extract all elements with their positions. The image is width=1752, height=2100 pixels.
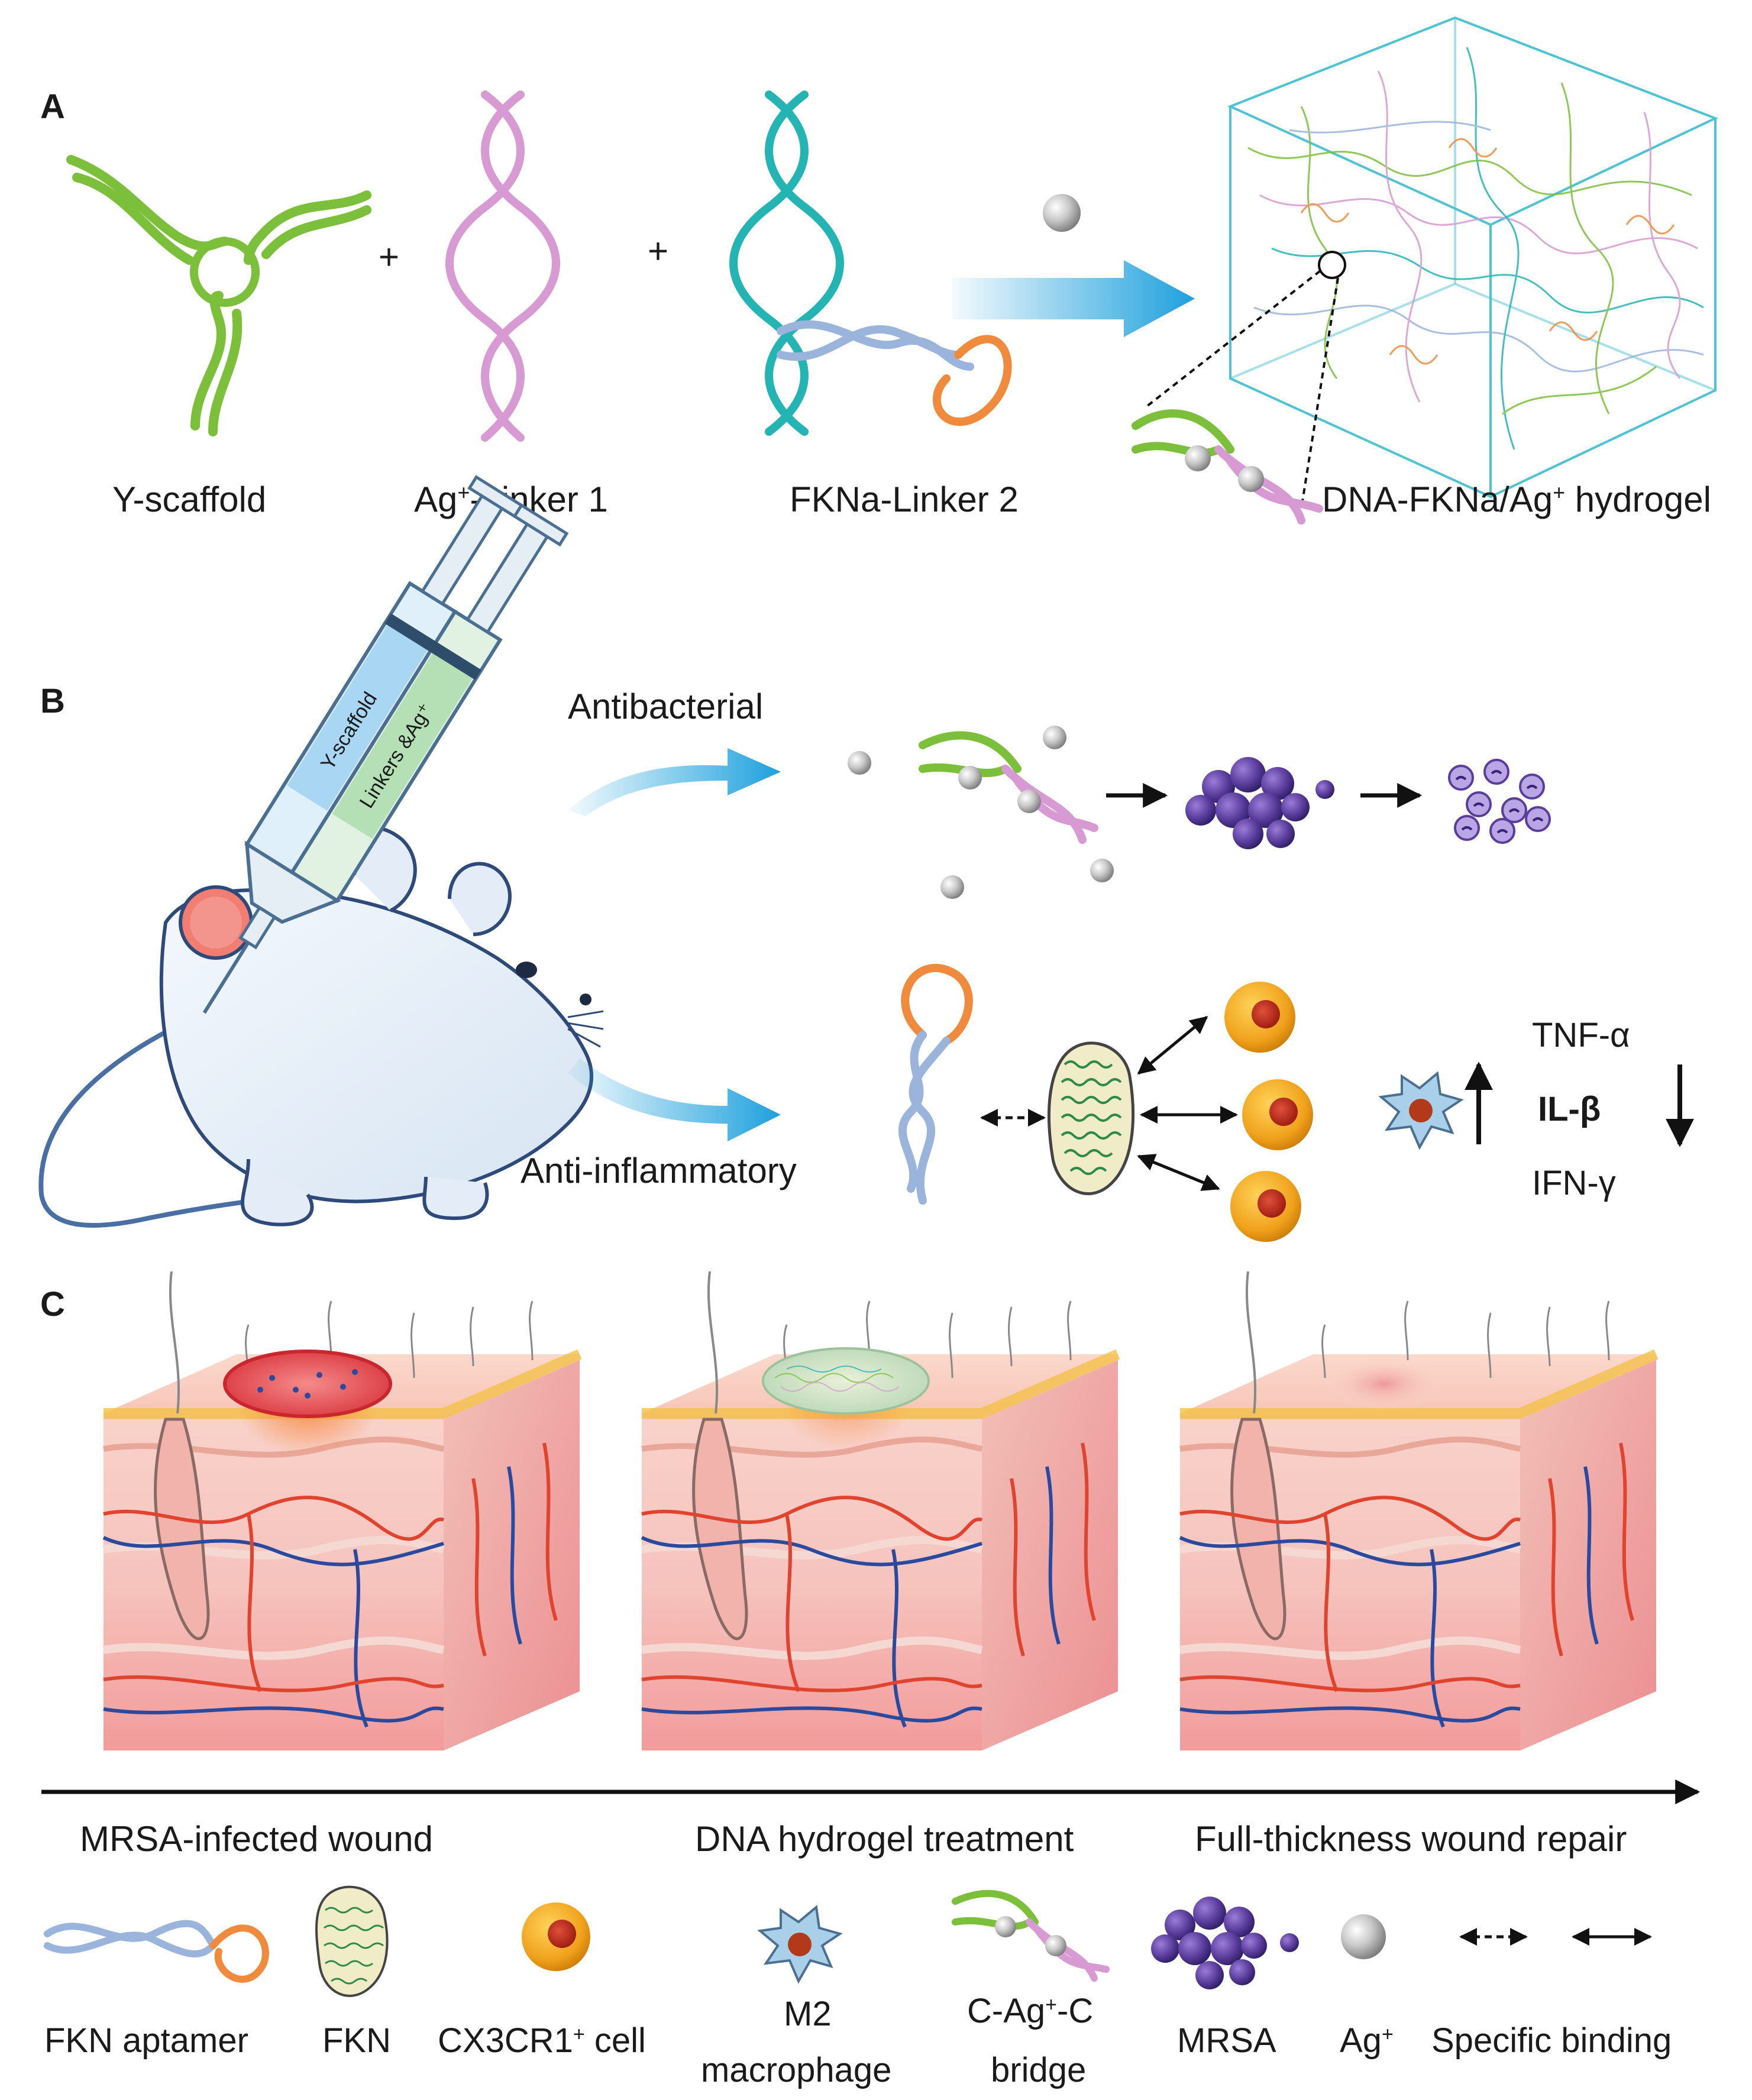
legend-mrsa-icon (1151, 1897, 1299, 1989)
fkn-aptamer-icon (898, 963, 973, 1205)
ag-ions-cluster (848, 726, 1114, 899)
skin-block-infected (102, 1271, 582, 1750)
anti-inflammatory-label: Anti-inflammatory (521, 1151, 797, 1190)
legend-bridge-label-line2: bridge (991, 2051, 1086, 2089)
legend-bridge-label-line1: C-Ag+-C (967, 1992, 1093, 2030)
y-scaffold-label: Y-scaffold (112, 480, 266, 519)
cytokine-tnf-alpha: TNF-α (1532, 1016, 1630, 1054)
legend-specific-binding-label: Specific binding (1431, 2021, 1672, 2060)
cytokine-il-beta: IL-β (1538, 1090, 1601, 1128)
ag-ion-icon (1238, 466, 1264, 492)
legend-ag-label: Ag+ (1340, 2021, 1394, 2060)
legend-mrsa-label: MRSA (1177, 2021, 1276, 2060)
stage-label-repair: Full-thickness wound repair (1195, 1819, 1627, 1859)
skin-block-treatment (641, 1271, 1120, 1750)
fkn-protein-icon (1047, 1041, 1135, 1195)
legend-fkn-aptamer-icon (44, 1920, 269, 1983)
legend-cx3cr1-cell-icon (522, 1902, 590, 1971)
antibacterial-label: Antibacterial (568, 687, 763, 726)
legend-m2-label-line2: macrophage (701, 2051, 891, 2089)
legend-ag-icon (1341, 1914, 1386, 1959)
legend-m2-macrophage-icon (757, 1905, 843, 1984)
ag-ion-icon (1185, 445, 1211, 471)
c-ag-c-bridge-zoom-icon (1132, 409, 1323, 525)
hydrogel-label: DNA-FKNa/Ag+ hydrogel (1322, 480, 1711, 519)
ag-linker-1-icon (445, 90, 560, 442)
legend-m2-label-line1: M2 (784, 1995, 832, 2033)
stage-label-infected: MRSA-infected wound (80, 1819, 433, 1859)
legend-fkn-icon (315, 1885, 389, 1997)
cx3cr1-cells (1224, 982, 1313, 1242)
legend-fkn-aptamer-label: FKN aptamer (44, 2021, 248, 2060)
ag-ion-icon (1043, 194, 1081, 232)
plus-sign-2: + (648, 231, 668, 271)
stage-label-treatment: DNA hydrogel treatment (695, 1819, 1074, 1859)
fkna-linker-2-label: FKNa-Linker 2 (790, 480, 1019, 519)
hydrogel-network-cube (1227, 16, 1719, 499)
legend-c-ag-c-bridge-icon (952, 1889, 1110, 1982)
legend-cx3cr1-label: CX3CR1+ cell (438, 2021, 646, 2060)
c-ag-c-bridge-icon (919, 731, 1098, 844)
panel-label-a: A (40, 88, 65, 126)
mrsa-cluster-icon (1185, 757, 1334, 849)
cytokine-ifn-gamma: IFN-γ (1532, 1164, 1616, 1202)
reaction-arrow-a (952, 260, 1195, 337)
binding-arrows (1137, 1016, 1238, 1191)
panel-label-c: C (40, 1285, 65, 1324)
antibacterial-arrow (568, 748, 781, 816)
legend-fkn-label: FKN (322, 2021, 391, 2060)
plus-sign-1: + (379, 237, 399, 277)
y-scaffold-icon (66, 155, 371, 436)
panel-label-b: B (40, 682, 65, 720)
lysed-mrsa-icon (1448, 759, 1551, 844)
skin-block-repaired (1179, 1271, 1659, 1750)
m2-macrophage-icon (1378, 1071, 1464, 1150)
fkna-linker-2-icon (729, 90, 1012, 436)
zoom-callout (1143, 270, 1339, 509)
anti-inflammatory-arrow (568, 1059, 781, 1141)
dual-syringe-icon: Y-scaffold Linkers &Ag⁺ (202, 475, 569, 1014)
